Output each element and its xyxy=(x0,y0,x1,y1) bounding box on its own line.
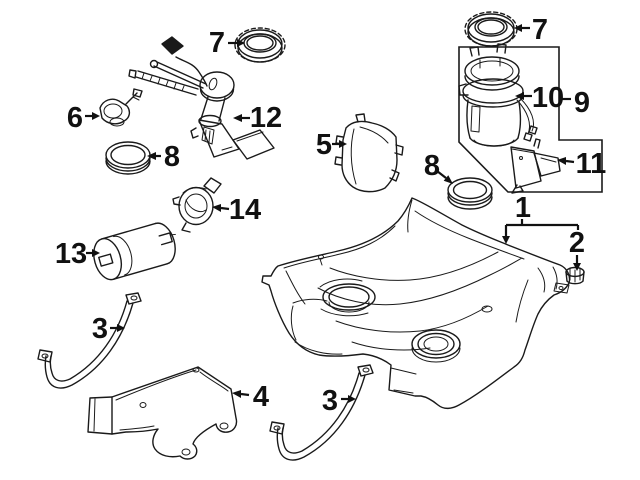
callout-label: 10 xyxy=(532,82,564,114)
callout-strap-right: 3 xyxy=(322,385,356,417)
lock-ring-right-part xyxy=(464,11,518,47)
tank-strap-left-part xyxy=(37,292,142,389)
callout-grommet: 2 xyxy=(569,227,585,271)
lock-ring-left-part xyxy=(234,27,286,63)
callout-label: 13 xyxy=(55,238,87,270)
tank-strap-right-part xyxy=(269,364,374,461)
callout-label: 5 xyxy=(316,129,332,161)
callout-label: 6 xyxy=(67,102,83,134)
pump-kit-box xyxy=(458,46,603,193)
vent-valve-part xyxy=(99,88,143,127)
fuel-pump-module-part xyxy=(458,43,538,147)
fuel-tank-part xyxy=(261,197,571,410)
callout-side-cover: 5 xyxy=(316,129,347,161)
callout-label: 9 xyxy=(574,87,590,119)
callout-pump-assembly-kit: 9 xyxy=(560,87,590,119)
callout-label: 2 xyxy=(569,227,585,259)
callout-seal-ring-left: 8 xyxy=(147,141,180,173)
callout-fuel-filter: 13 xyxy=(55,238,100,270)
callout-label: 4 xyxy=(253,381,269,413)
side-cover-part xyxy=(334,113,404,193)
callout-fuel-sender-unit: 12 xyxy=(233,102,282,134)
callout-label: 8 xyxy=(164,141,180,173)
callout-fuel-tank: 1 xyxy=(502,192,580,244)
callout-filter-bracket: 14 xyxy=(212,194,261,226)
callout-fuel-pump-module: 10 xyxy=(515,82,564,114)
heat-shield-part xyxy=(87,366,238,460)
callout-label: 3 xyxy=(92,313,108,345)
fuel-sender-unit-part xyxy=(128,36,275,160)
callout-label: 12 xyxy=(250,102,282,134)
callout-lock-ring-right: 7 xyxy=(514,14,548,46)
callout-lock-ring-left: 7 xyxy=(209,27,245,59)
callout-label: 14 xyxy=(229,194,261,226)
callout-strap-left: 3 xyxy=(92,313,125,345)
callout-seal-ring-right: 8 xyxy=(424,150,453,184)
callout-label: 7 xyxy=(209,27,225,59)
seal-ring-left-part xyxy=(105,141,151,175)
mount-bracket-part xyxy=(510,138,561,194)
grommet-part xyxy=(565,266,585,285)
fuel-filter-part xyxy=(93,222,176,281)
callout-label: 1 xyxy=(515,192,531,224)
callout-vent-valve: 6 xyxy=(67,102,100,134)
callout-heat-shield: 4 xyxy=(232,381,269,413)
seal-ring-right-part xyxy=(447,177,493,210)
callout-label: 7 xyxy=(532,14,548,46)
callout-label: 3 xyxy=(322,385,338,417)
callout-label: 8 xyxy=(424,150,440,182)
callout-mount-bracket: 11 xyxy=(557,148,606,180)
callout-label: 11 xyxy=(576,148,607,180)
filter-bracket-part xyxy=(172,177,222,233)
